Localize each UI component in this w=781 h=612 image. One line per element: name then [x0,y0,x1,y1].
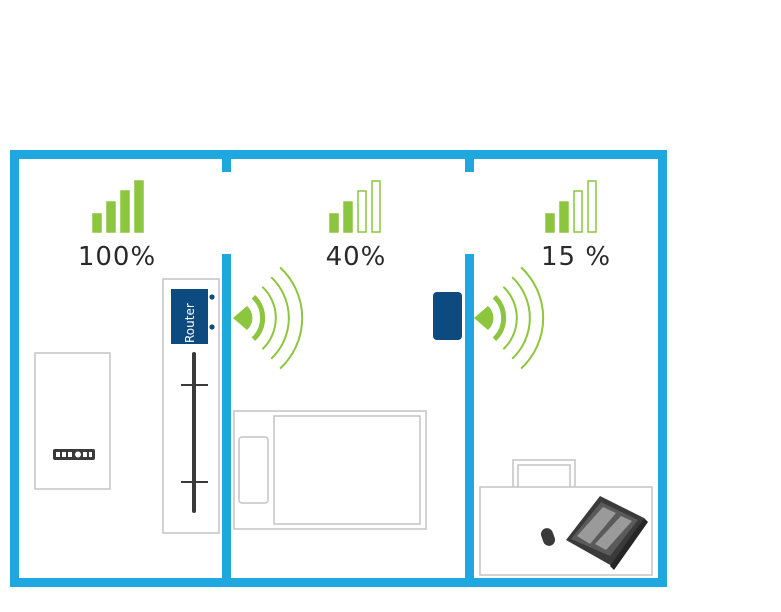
signal-percent-room-2: 40% [326,242,387,272]
mouse-icon [540,528,556,546]
outer-wall-left [10,150,19,587]
signal-bar-4 [587,180,597,233]
wifi-waves-icon [474,266,545,370]
chair-inner [517,464,571,491]
signal-bars-icon [92,180,144,233]
signal-bar-3 [573,190,583,233]
router-icon: Router [171,289,215,344]
desk-icon [479,459,653,576]
signal-bar-1 [92,213,102,233]
shelf-pole [192,352,196,513]
interior-wall-2-bottom [465,254,474,587]
signal-bar-3 [120,190,130,233]
signal-bar-1 [329,213,339,233]
signal-percent-room-1: 100% [78,242,156,272]
interior-wall-1-bottom [222,254,231,587]
router-label: Router [183,303,197,343]
signal-bar-4 [134,180,144,233]
wifi-waves-icon [233,266,304,370]
bed-icon [233,410,427,530]
signal-percent-room-3: 15 % [541,242,611,272]
signal-bar-2 [106,201,116,233]
repeater-icon [433,292,462,340]
outer-wall-bottom [10,578,667,587]
outer-wall-right [658,150,667,587]
signal-bar-2 [343,201,353,233]
laptop-icon [566,496,648,570]
tv-remote-icon [53,449,95,460]
floor-plan-walls [10,150,667,587]
tv-cabinet [34,352,111,490]
outer-wall-top [10,150,667,159]
signal-bar-1 [545,213,555,233]
signal-bars-icon [545,180,597,233]
signal-bar-2 [559,201,569,233]
signal-bars-icon [329,180,381,233]
interior-wall-1-top [222,150,231,172]
signal-bar-3 [357,190,367,233]
interior-wall-2-top [465,150,474,172]
signal-bar-4 [371,180,381,233]
